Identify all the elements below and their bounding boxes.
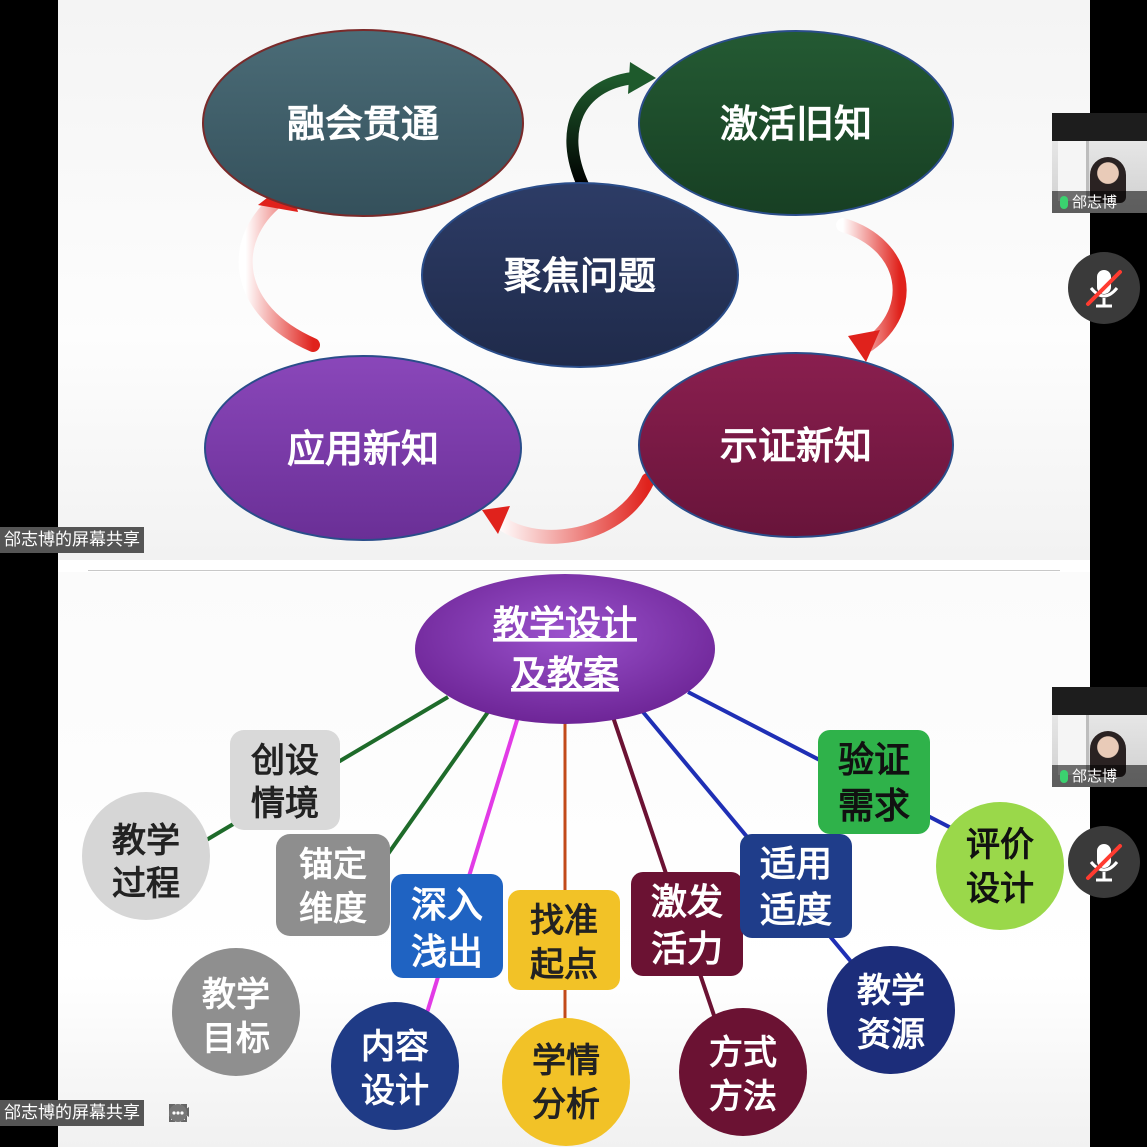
slide-mindmap: 教学设计 及教案 创设 情境 锚定 维度 深入 浅出 找准 起点 激发 活力	[58, 572, 1090, 1147]
participant-video-tile-2[interactable]: 郃志博	[1052, 687, 1147, 787]
node-shenru: 深入 浅出	[391, 874, 503, 978]
share-toolbar	[168, 1103, 304, 1131]
node-xueqing-l2: 分析	[532, 1085, 600, 1125]
mic-muted-icon	[1086, 844, 1122, 882]
arrow-ji-to-shi	[836, 218, 907, 352]
node-pingjia-l1: 评价	[966, 825, 1034, 865]
node-ji: 激活旧知	[638, 30, 954, 216]
screen-share-label-top: 郃志博的屏幕共享	[0, 527, 144, 553]
node-mubiao-l2: 目标	[202, 1019, 270, 1059]
node-shiyong: 适用 适度	[740, 834, 852, 938]
node-zhaozhun-l1: 找准	[530, 901, 598, 941]
node-guocheng-l1: 教学	[112, 821, 180, 861]
participant-video-tile-1[interactable]: 郃志博	[1052, 113, 1147, 213]
node-mao: 锚定 维度	[276, 834, 390, 936]
node-pingjia-l2: 设计	[966, 869, 1034, 909]
arrowhead-ji	[628, 62, 656, 94]
node-zhaozhun-l2: 起点	[530, 945, 598, 985]
mic-active-icon	[1060, 196, 1068, 209]
node-ying-label: 应用新知	[287, 427, 439, 471]
node-ziyuan: 教学 资源	[827, 946, 955, 1074]
node-rong-label: 融会贯通	[287, 102, 439, 146]
camera-icon[interactable]	[169, 1106, 228, 1128]
participant-name-bar: 郃志博	[1052, 765, 1147, 787]
participant-name: 郃志博	[1072, 193, 1118, 211]
center-title-line2: 及教案	[511, 654, 620, 695]
mic-active-icon	[1060, 770, 1068, 783]
node-shiyong-l1: 适用	[760, 844, 832, 885]
node-chuang-l2: 情境	[251, 784, 319, 824]
node-chuang: 创设 情境	[230, 730, 340, 830]
node-mubiao-l1: 教学	[202, 975, 270, 1015]
node-jifa-l1: 激发	[651, 882, 723, 923]
node-rong: 融会贯通	[202, 29, 524, 217]
mute-button-2[interactable]	[1068, 826, 1140, 898]
node-fangshi-l1: 方式	[709, 1033, 777, 1073]
mic-muted-icon	[1086, 270, 1122, 308]
participant-name: 郃志博	[1072, 767, 1118, 785]
node-yanzheng-l1: 验证	[838, 740, 910, 781]
node-yanzheng: 验证 需求	[818, 730, 930, 834]
node-jifa: 激发 活力	[631, 872, 743, 976]
node-shiyong-l2: 适度	[760, 890, 832, 931]
cycle-diagram-svg: 融会贯通 激活旧知 聚焦问题 应用新知 示证新知	[202, 29, 954, 544]
node-ziyuan-l1: 教学	[857, 971, 925, 1011]
node-chuang-l1: 创设	[250, 741, 319, 781]
mindmap-center: 教学设计 及教案	[415, 574, 715, 724]
arrow-shi-to-ying	[491, 473, 655, 544]
node-mao-l2: 维度	[299, 889, 367, 929]
node-zhaozhun: 找准 起点	[508, 890, 620, 990]
node-guocheng-l2: 过程	[112, 864, 180, 904]
center-title-line1: 教学设计	[493, 603, 637, 645]
node-fangshi: 方式 方法	[679, 1008, 807, 1136]
node-ju: 聚焦问题	[421, 182, 739, 368]
node-mao-l1: 锚定	[299, 845, 367, 885]
arrow-ju-to-ji	[566, 72, 639, 191]
node-neirong: 内容 设计	[331, 1002, 459, 1130]
node-ju-label: 聚焦问题	[503, 254, 656, 298]
node-jiaoxue-guocheng: 教学 过程	[82, 792, 210, 920]
node-shenru-l1: 深入	[411, 885, 483, 926]
arrowhead-ying	[482, 506, 510, 534]
node-shenru-l2: 浅出	[411, 932, 483, 973]
mindmap-svg: 教学设计 及教案 创设 情境 锚定 维度 深入 浅出 找准 起点 激发 活力	[82, 574, 1064, 1146]
arrow-ying-to-rong	[238, 193, 320, 352]
chat-icon[interactable]	[170, 1106, 266, 1128]
node-xueqing: 学情 分析	[502, 1018, 630, 1146]
node-yanzheng-l2: 需求	[838, 786, 910, 827]
participant-name-bar: 郃志博	[1052, 191, 1147, 213]
slide-divider	[58, 560, 1090, 572]
node-jifa-l2: 活力	[651, 929, 723, 970]
arrowhead-shi	[848, 330, 880, 362]
more-icon[interactable]	[169, 1104, 304, 1128]
mute-button-1[interactable]	[1068, 252, 1140, 324]
screen-share-label-bottom: 郃志博的屏幕共享	[0, 1100, 144, 1126]
node-pingjia: 评价 设计	[936, 802, 1064, 930]
node-neirong-l1: 内容	[361, 1027, 429, 1067]
node-fangshi-l2: 方法	[709, 1077, 777, 1117]
node-neirong-l2: 设计	[361, 1071, 429, 1111]
node-shi-label: 示证新知	[720, 424, 872, 468]
node-shi: 示证新知	[638, 352, 954, 538]
slide-cycle-diagram: 融会贯通 激活旧知 聚焦问题 应用新知 示证新知	[58, 0, 1090, 560]
node-ji-label: 激活旧知	[720, 102, 872, 146]
node-ziyuan-l2: 资源	[857, 1015, 925, 1055]
node-ying: 应用新知	[204, 355, 522, 541]
node-xueqing-l1: 学情	[532, 1041, 600, 1081]
node-mubiao: 教学 目标	[172, 948, 300, 1076]
